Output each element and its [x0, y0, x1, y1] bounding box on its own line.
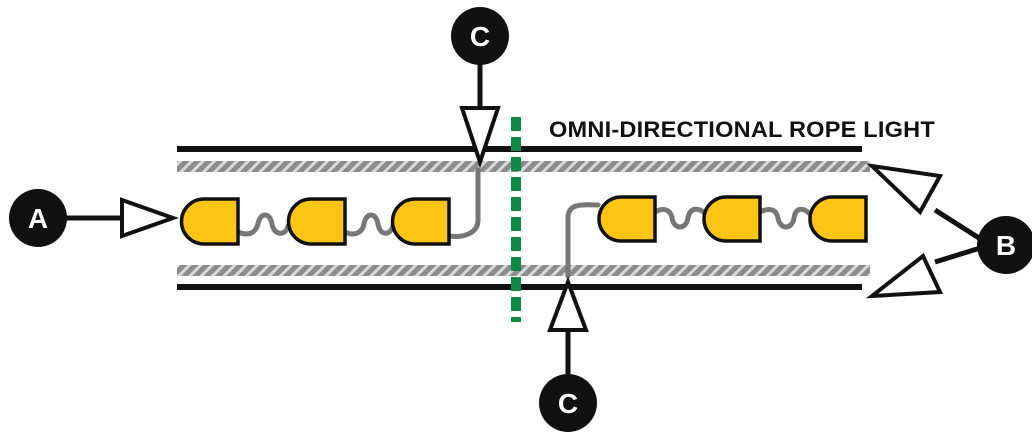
- led-bulb-left-3: [390, 197, 451, 246]
- right-wire-lead: [565, 202, 601, 279]
- callout-c-bottom: C: [539, 276, 597, 432]
- callout-c-top-arrow-icon: [459, 106, 501, 169]
- tube-inner-wall-bottom: [177, 265, 870, 276]
- callout-c-bottom-arrow-icon: [547, 276, 589, 332]
- left-bulbs: [179, 197, 451, 246]
- left-wire-group: [235, 167, 481, 239]
- callout-c-top-badge: [451, 7, 509, 65]
- right-wire-group: [565, 202, 813, 279]
- callout-c-bottom-label: C: [558, 388, 578, 419]
- led-bulb-left-1: [179, 197, 240, 246]
- left-coil-2: [342, 212, 396, 237]
- left-coil-1: [235, 212, 291, 237]
- led-bulb-left-2: [286, 197, 347, 246]
- led-bulb-right-2: [702, 195, 762, 243]
- callout-a-arrow-icon: [120, 197, 180, 239]
- callout-b-arrow-top-icon: [866, 163, 944, 216]
- callout-c-top-label: C: [470, 21, 490, 52]
- callout-a-badge: [9, 189, 67, 247]
- callout-a: A: [9, 189, 180, 247]
- callout-c-bottom-badge: [539, 374, 597, 432]
- right-coil-1: [652, 206, 709, 230]
- tube-inner-wall-top: [177, 161, 870, 172]
- led-bulb-right-1: [597, 195, 657, 243]
- callout-b-badge: [977, 216, 1032, 274]
- right-bulbs: [597, 195, 868, 243]
- callout-b-label: B: [996, 230, 1016, 261]
- diagram-title: OMNI-DIRECTIONAL ROPE LIGHT: [549, 117, 935, 142]
- callout-b: B: [865, 163, 1032, 299]
- callout-b-arrow-bottom-icon: [865, 252, 944, 299]
- callout-a-label: A: [28, 203, 48, 234]
- left-wire-lead: [446, 167, 481, 239]
- led-bulb-right-3: [808, 195, 868, 243]
- right-coil-2: [757, 206, 813, 230]
- callout-c-top: C: [451, 7, 509, 169]
